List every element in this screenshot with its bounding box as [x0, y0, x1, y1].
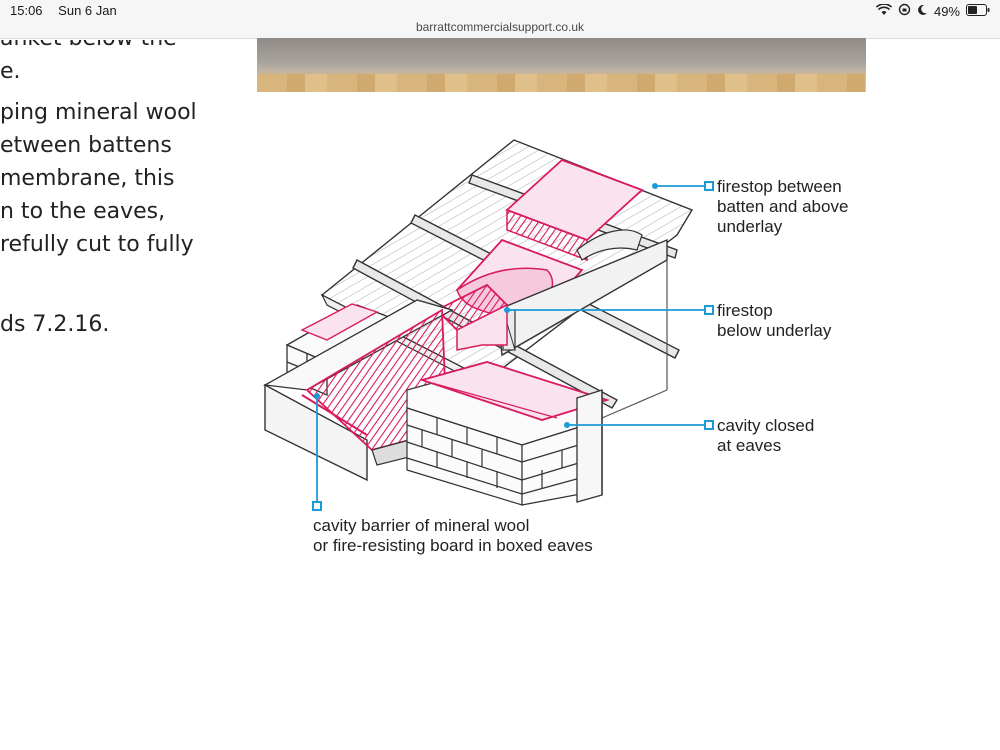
callout-line: batten and above	[717, 197, 849, 216]
rotation-lock-icon	[898, 3, 911, 19]
fascia	[496, 238, 668, 419]
battery-icon	[966, 3, 990, 19]
battery-percent: 49%	[933, 3, 960, 19]
callout-line: underlay	[717, 217, 783, 236]
wifi-icon	[875, 2, 893, 19]
url-bar[interactable]: barrattcommercialsupport.co.uk	[0, 18, 1000, 39]
callout-line: cavity barrier of mineral wool	[313, 516, 530, 535]
text-line: anket below the	[0, 40, 177, 55]
callout-line: cavity closed	[717, 416, 815, 435]
underlay-edge	[576, 229, 643, 261]
callout-firestop-below: firestop below underlay	[717, 301, 831, 341]
leader-lines	[316, 185, 705, 502]
moon-icon	[917, 4, 928, 19]
callout-line: firestop	[717, 301, 773, 320]
url-text: barrattcommercialsupport.co.uk	[415, 20, 585, 34]
body-text: anket below the e. ping mineral wool etw…	[0, 40, 250, 360]
text-line: refully cut to fully	[0, 232, 194, 257]
callout-line: at eaves	[717, 436, 782, 455]
callout-cavity-barrier: cavity barrier of mineral wool or fire-r…	[313, 516, 593, 556]
status-date: Sun 6 Jan	[58, 3, 117, 18]
text-line: ping mineral wool	[0, 100, 197, 125]
diagram-svg	[262, 139, 714, 511]
callout-line: or fire-resisting board in boxed eaves	[313, 536, 593, 555]
eaves-firestop-diagram: firestop between batten and above underl…	[257, 100, 897, 580]
callout-firestop-batten: firestop between batten and above underl…	[717, 177, 848, 237]
text-line: n to the eaves,	[0, 199, 166, 224]
timber-strip	[257, 74, 866, 92]
status-bar: 15:06 Sun 6 Jan 49%	[0, 0, 1000, 22]
insulation-photo	[257, 38, 866, 92]
text-line: etween battens	[0, 133, 172, 158]
outer-leaf-end	[576, 389, 603, 503]
text-line: ds 7.2.16.	[0, 312, 110, 337]
callout-line: below underlay	[717, 321, 832, 340]
soffit-board	[262, 299, 454, 482]
firestop-below-underlay	[435, 283, 509, 351]
callout-line: firestop between	[717, 177, 842, 196]
cavity-closer	[418, 361, 611, 421]
text-line: e.	[0, 59, 21, 84]
leader-markers	[312, 181, 714, 511]
callout-cavity-closed: cavity closed at eaves	[717, 416, 814, 456]
leader-anchors	[314, 183, 658, 428]
status-time: 15:06	[10, 3, 43, 18]
text-line: membrane, this	[0, 166, 175, 191]
